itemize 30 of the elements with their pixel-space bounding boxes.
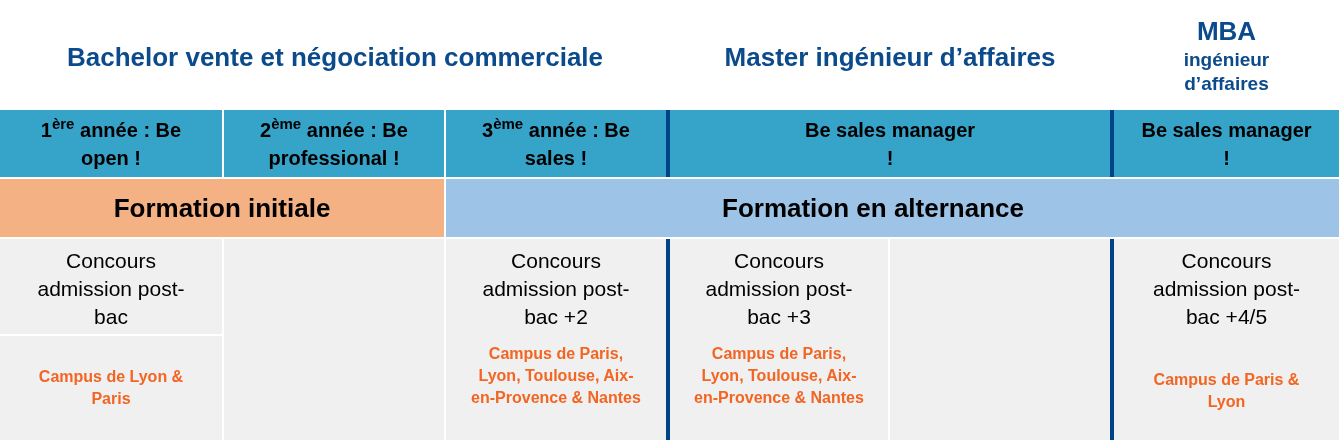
empty-cell — [890, 239, 1110, 440]
admission-cell — [670, 239, 888, 440]
program-heading: ingénieur d’affaires — [1182, 48, 1271, 96]
admission-cell — [1114, 239, 1339, 440]
campus-text: Campus de Paris & Lyon — [1152, 370, 1301, 412]
program-heading: Bachelor vente et négociation commerciale — [66, 41, 604, 74]
campus-text: Campus de Paris, Lyon, Toulouse, Aix-en-Provence & Nantes — [693, 344, 865, 408]
year-title: Be sales manager ! — [1140, 117, 1313, 171]
campus-text: Campus de Lyon & Paris — [37, 367, 185, 409]
year-header-cell — [1114, 110, 1339, 177]
year-header-cell — [446, 110, 666, 177]
year-header-cell — [670, 110, 1110, 177]
admission-cell — [446, 239, 666, 440]
program-heading: Master ingénieur d’affaires — [724, 41, 1056, 74]
year-title: 1$^{ère}$ année : Be open ! — [39, 115, 183, 171]
campus-text: Campus de Paris, Lyon, Toulouse, Aix-en-Provence & Nantes — [470, 344, 642, 408]
admission-text: Concours admission post-bac — [36, 248, 186, 330]
formation-band — [446, 179, 1339, 237]
admission-text: Concours admission post-bac +4/5 — [1151, 248, 1302, 330]
program-heading: MBA — [1196, 15, 1257, 48]
year-header-cell — [0, 110, 222, 177]
band-title: Formation initiale — [113, 191, 331, 225]
admission-text: Concours admission post-bac +2 — [481, 248, 631, 330]
year-title: 3$^{ème}$ année : Be sales ! — [481, 115, 631, 171]
year-title: Be sales manager ! — [803, 117, 977, 171]
year-header-cell — [224, 110, 444, 177]
band-title: Formation en alternance — [722, 191, 1024, 225]
formation-band — [0, 179, 444, 237]
year-title: 2$^{ème}$ année : Be professional ! — [259, 115, 409, 171]
admission-text: Concours admission post-bac +3 — [704, 248, 854, 330]
